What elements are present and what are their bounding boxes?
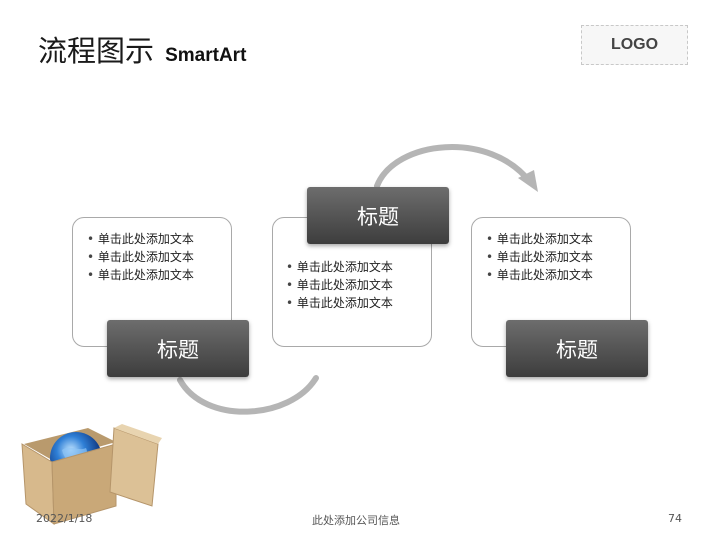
arrow-bottom <box>177 375 319 415</box>
bullet-item[interactable]: 单击此处添加文本 <box>87 230 231 248</box>
bullet-item[interactable]: 单击此处添加文本 <box>486 230 630 248</box>
bullet-item[interactable]: 单击此处添加文本 <box>286 276 431 294</box>
step-2-bullets: 单击此处添加文本 单击此处添加文本 单击此处添加文本 <box>286 258 431 312</box>
arrow-top <box>374 144 533 189</box>
logo-placeholder[interactable]: LOGO <box>581 25 688 65</box>
bullet-item[interactable]: 单击此处添加文本 <box>486 266 630 284</box>
step-title-1[interactable]: 标题 <box>107 320 249 377</box>
slide-title: 流程图示 SmartArt <box>38 28 246 70</box>
bullet-item[interactable]: 单击此处添加文本 <box>87 248 231 266</box>
step-1-bullets: 单击此处添加文本 单击此处添加文本 单击此处添加文本 <box>87 230 231 284</box>
step-title-3[interactable]: 标题 <box>506 320 648 377</box>
bullet-item[interactable]: 单击此处添加文本 <box>87 266 231 284</box>
footer-company: 此处添加公司信息 <box>312 514 400 527</box>
bullet-item[interactable]: 单击此处添加文本 <box>486 248 630 266</box>
footer-date: 2022/1/18 <box>36 512 93 525</box>
step-title-2[interactable]: 标题 <box>307 187 449 244</box>
footer-page-number: 74 <box>668 512 682 525</box>
bullet-item[interactable]: 单击此处添加文本 <box>286 294 431 312</box>
slide-title-cn: 流程图示 <box>38 34 155 68</box>
globe-in-box-icon <box>21 424 162 525</box>
arrow-top-head <box>518 170 538 192</box>
bullet-item[interactable]: 单击此处添加文本 <box>286 258 431 276</box>
slide-title-en: SmartArt <box>165 45 247 66</box>
step-3-bullets: 单击此处添加文本 单击此处添加文本 单击此处添加文本 <box>486 230 630 284</box>
